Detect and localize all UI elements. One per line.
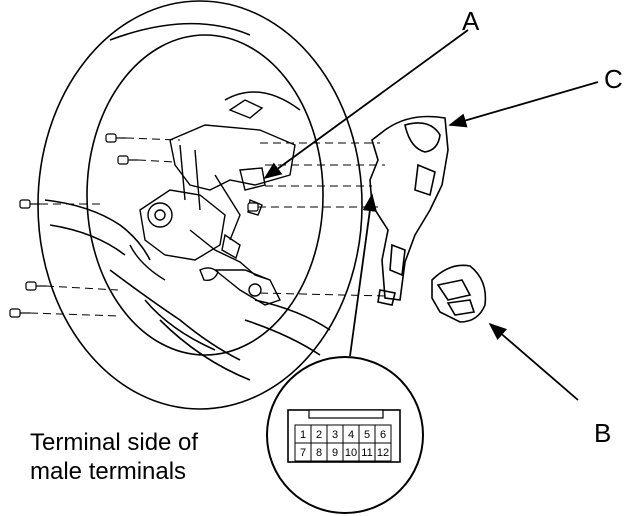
pin-label: 10 — [345, 447, 357, 459]
callout-leaders — [263, 29, 599, 401]
pin-label: 4 — [348, 429, 354, 441]
screw-icon — [9, 133, 259, 318]
caption-line-1: Terminal side of — [30, 429, 199, 456]
steering-hub-icon — [129, 99, 296, 306]
pin-cell — [374, 442, 392, 462]
alignment-lines — [29, 137, 386, 317]
pin-label: 6 — [380, 429, 386, 441]
caption-line-2: male terminals — [30, 458, 187, 485]
pin-label: 1 — [300, 429, 306, 441]
pin-label: 8 — [316, 447, 322, 459]
pin-label: 9 — [332, 447, 338, 459]
pin-label: 2 — [316, 429, 322, 441]
pin-label: 12 — [377, 447, 389, 459]
callout-a-label: A — [462, 6, 480, 36]
steering-wheel-icon — [37, 0, 363, 410]
pin-label: 7 — [300, 447, 306, 459]
pin-label: 11 — [361, 447, 372, 459]
callout-c-label: C — [604, 64, 623, 94]
callout-b-label: B — [594, 418, 612, 448]
connector-caption: Terminal side of male terminals — [30, 428, 280, 486]
pin-label: 3 — [332, 429, 338, 441]
pin-label: 5 — [364, 429, 370, 441]
switch-b-icon — [431, 264, 487, 323]
